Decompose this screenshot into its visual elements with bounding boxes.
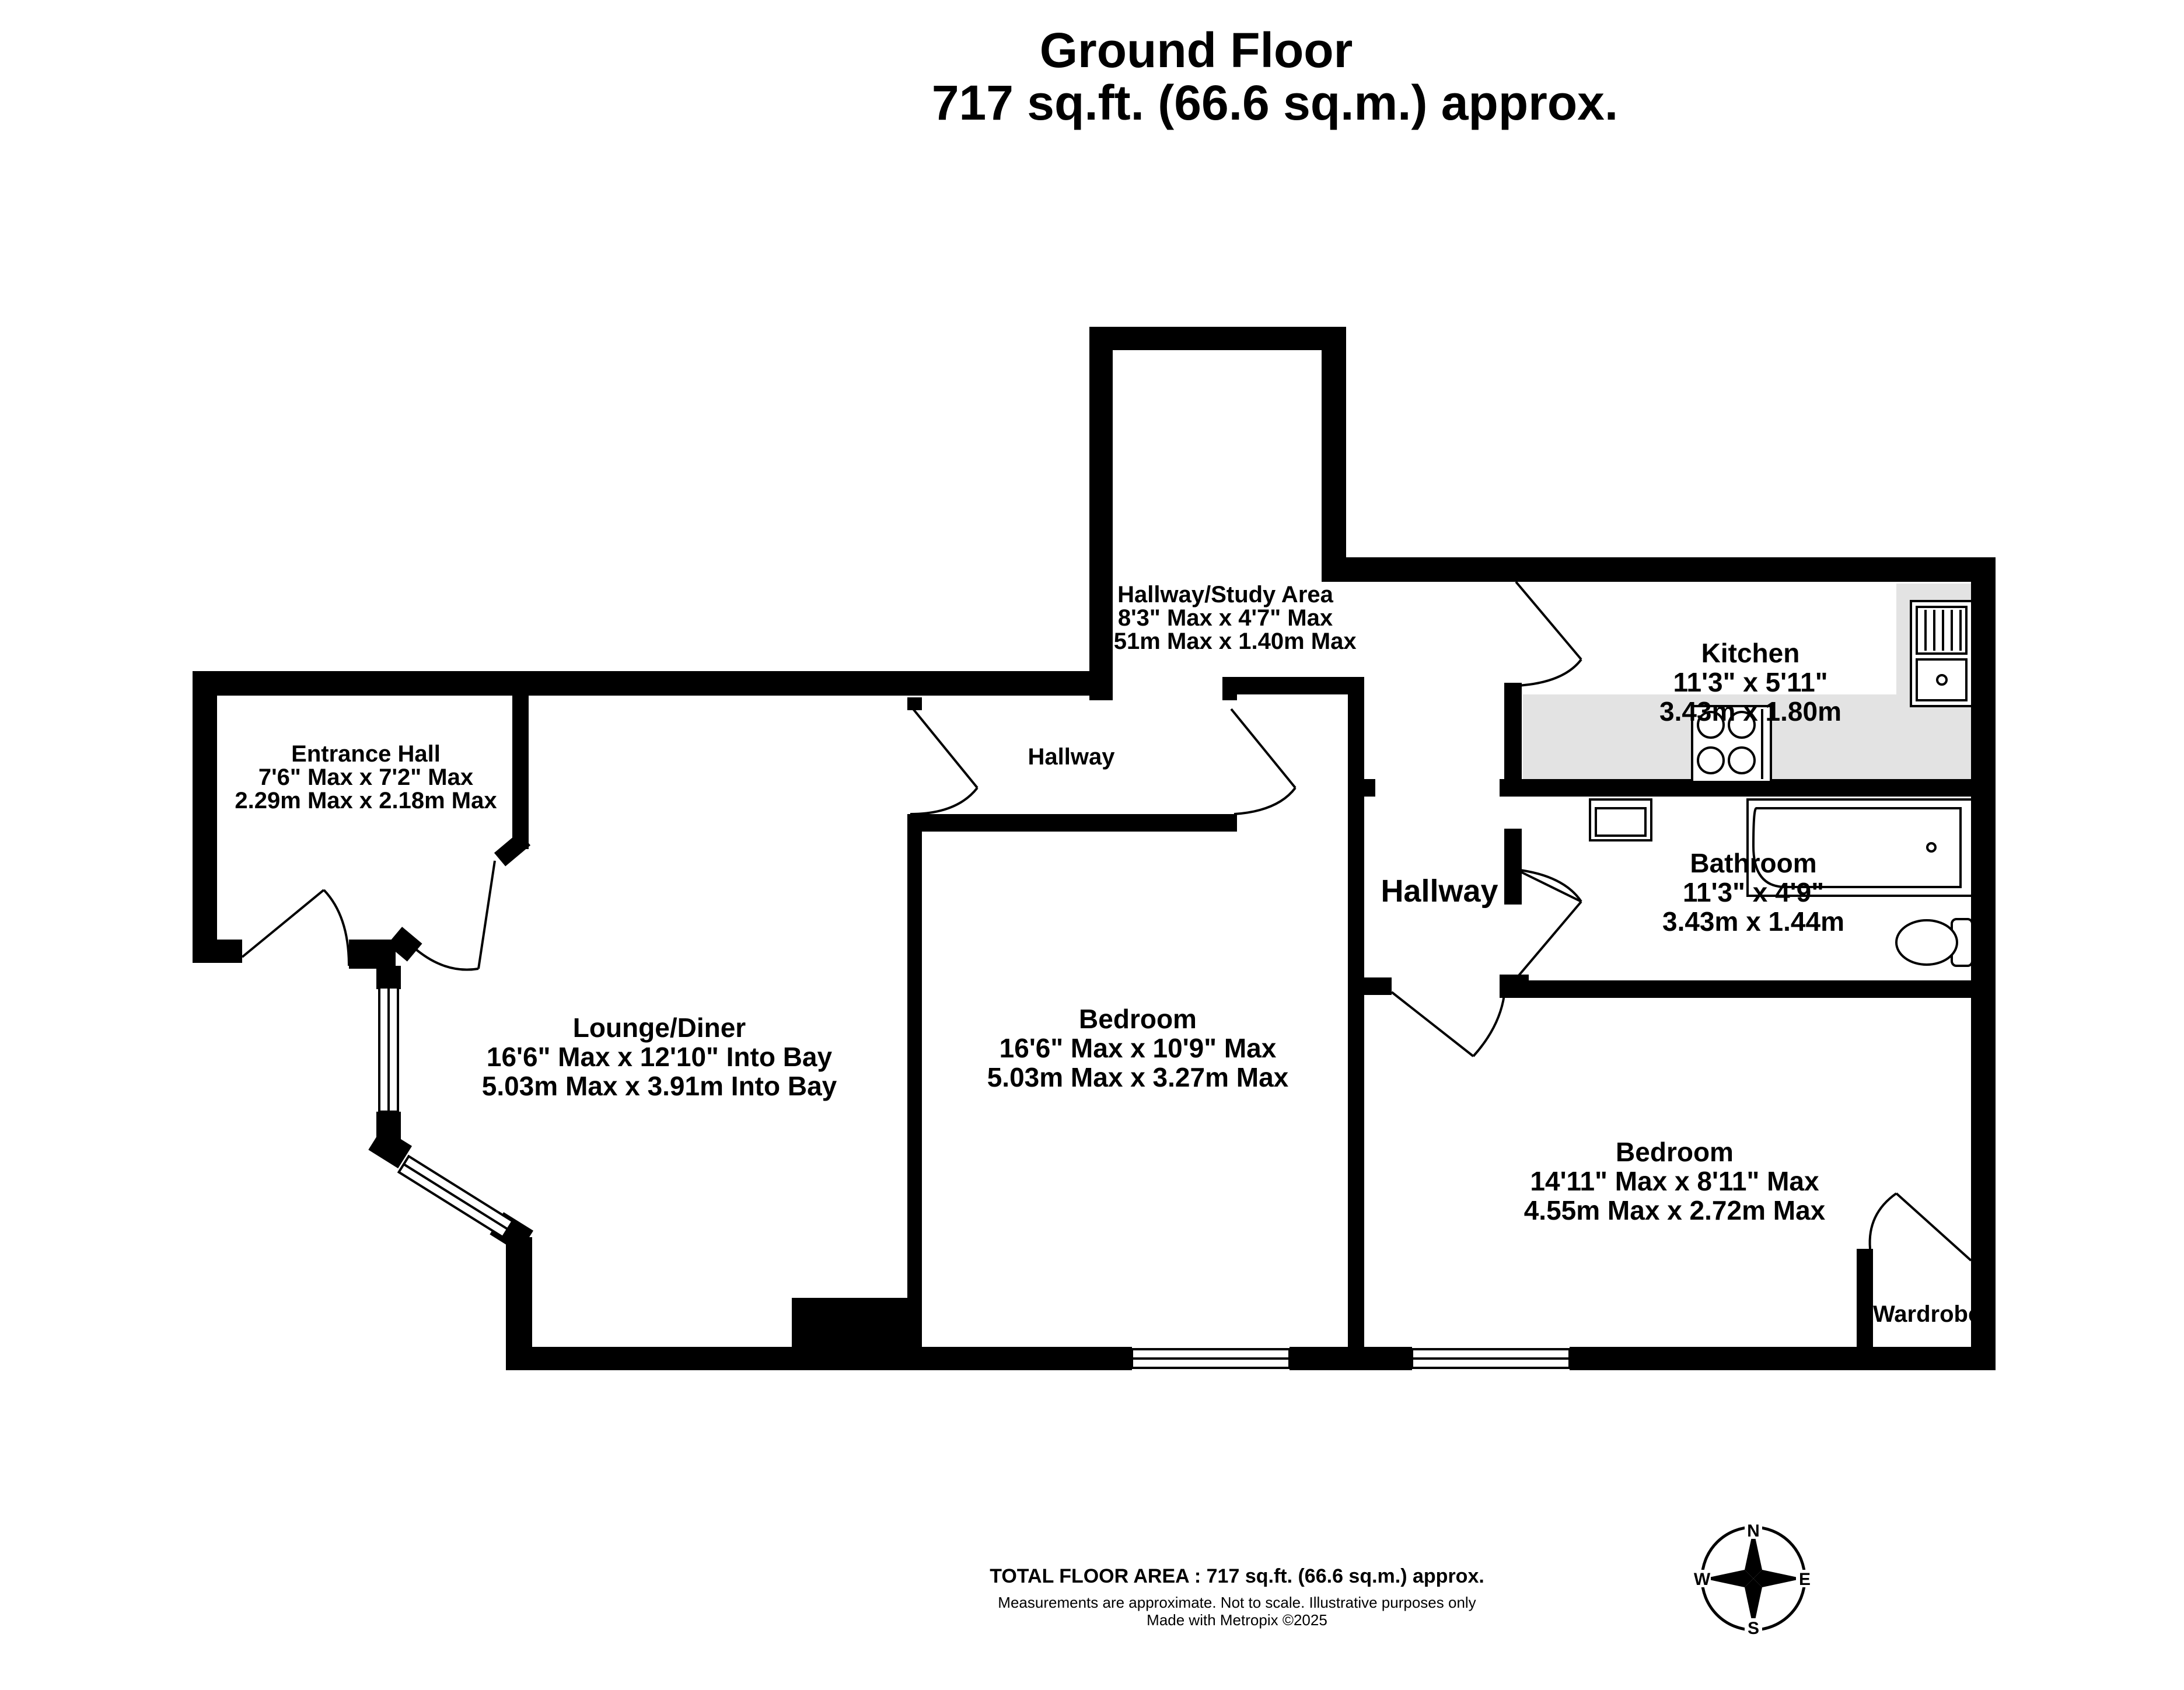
room-size-metric: 3.43m x 1.80m xyxy=(1659,696,1841,727)
room-size-metric: 4.55m Max x 2.72m Max xyxy=(1524,1195,1826,1225)
doors xyxy=(241,581,1972,1262)
room-name: Lounge/Diner xyxy=(573,1012,746,1043)
plan-title: Ground Floor xyxy=(1040,23,1353,78)
bay-window-diagonal xyxy=(397,1154,515,1239)
label-hallway-main: Hallway xyxy=(1381,874,1498,909)
room-size-metric: 2.51m Max x 1.40m Max xyxy=(1094,628,1356,654)
plan-subtitle: 717 sq.ft. (66.6 sq.m.) approx. xyxy=(932,75,1618,130)
room-size-imperial: 11'3" x 5'11" xyxy=(1673,667,1827,697)
room-size-imperial: 14'11" Max x 8'11" Max xyxy=(1530,1166,1819,1196)
walls xyxy=(193,327,1996,1370)
compass-w: W xyxy=(1694,1570,1711,1589)
room-size-imperial: 8'3" Max x 4'7" Max xyxy=(1118,605,1333,631)
kitchen-sink xyxy=(1910,600,1973,707)
window-caps xyxy=(1102,1347,1412,1370)
compass-icon: N S W E xyxy=(1693,1521,1813,1638)
room-size-imperial: 16'6" Max x 10'9" Max xyxy=(1000,1033,1277,1063)
room-size-imperial: 7'6" Max x 7'2" Max xyxy=(258,764,473,790)
label-bedroom-1: Bedroom 16'6" Max x 10'9" Max 5.03m Max … xyxy=(987,1004,1289,1092)
room-name: Kitchen xyxy=(1701,638,1800,668)
label-entrance-hall: Entrance Hall 7'6" Max x 7'2" Max 2.29m … xyxy=(235,741,497,813)
room-size-metric: 5.03m Max x 3.91m Into Bay xyxy=(482,1071,837,1101)
room-name: Bedroom xyxy=(1616,1137,1734,1167)
hob xyxy=(1691,705,1772,783)
windows xyxy=(378,986,1571,1369)
compass-n: N xyxy=(1747,1521,1760,1541)
label-hallway-small: Hallway xyxy=(1028,744,1116,770)
room-name: Wardrobe xyxy=(1873,1301,1981,1327)
label-bedroom-2: Bedroom 14'11" Max x 8'11" Max 4.55m Max… xyxy=(1524,1137,1826,1225)
credit: Made with Metropix ©2025 xyxy=(1147,1611,1327,1629)
room-name: Bathroom xyxy=(1690,848,1816,878)
disclaimer: Measurements are approximate. Not to sca… xyxy=(998,1594,1476,1611)
label-kitchen: Kitchen 11'3" x 5'11" 3.43m x 1.80m xyxy=(1659,638,1841,727)
room-name: Hallway/Study Area xyxy=(1117,582,1334,607)
room-name: Hallway xyxy=(1028,744,1116,770)
label-wardrobe: Wardrobe xyxy=(1873,1301,1981,1327)
total-floor-area: TOTAL FLOOR AREA : 717 sq.ft. (66.6 sq.m… xyxy=(990,1565,1484,1587)
compass-e: E xyxy=(1799,1570,1811,1589)
room-name: Bedroom xyxy=(1079,1004,1197,1034)
room-size-imperial: 16'6" Max x 12'10" Into Bay xyxy=(487,1042,833,1072)
label-hallway-study: Hallway/Study Area 8'3" Max x 4'7" Max 2… xyxy=(1094,582,1356,654)
label-bathroom: Bathroom 11'3" x 4'9" 3.43m x 1.44m xyxy=(1662,848,1844,937)
room-name: Hallway xyxy=(1381,874,1498,909)
toilet xyxy=(1895,918,1973,967)
room-size-imperial: 11'3" x 4'9" xyxy=(1683,877,1824,907)
label-lounge: Lounge/Diner 16'6" Max x 12'10" Into Bay… xyxy=(482,1012,837,1101)
compass-s: S xyxy=(1748,1619,1759,1638)
room-name: Entrance Hall xyxy=(291,741,441,767)
room-size-metric: 5.03m Max x 3.27m Max xyxy=(987,1062,1289,1092)
room-size-metric: 2.29m Max x 2.18m Max xyxy=(235,788,497,813)
room-size-metric: 3.43m x 1.44m xyxy=(1662,906,1844,937)
bath xyxy=(1746,798,1973,897)
bathroom-basin xyxy=(1589,798,1652,841)
